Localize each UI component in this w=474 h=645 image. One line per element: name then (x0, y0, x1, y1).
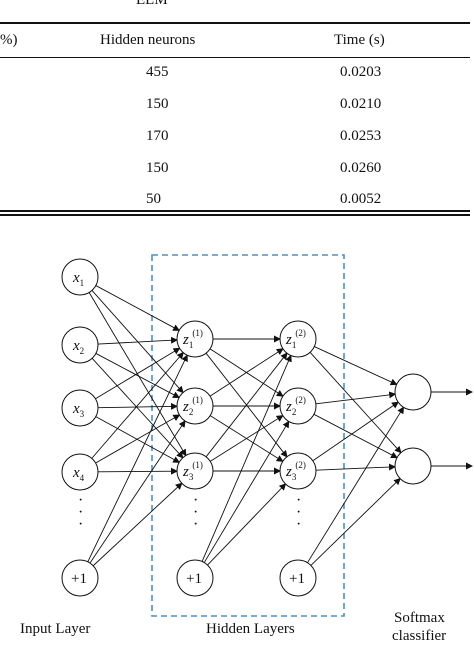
input-node-x2: x2 (61, 326, 99, 364)
connection-arrow (209, 348, 284, 397)
connection-arrow (87, 354, 188, 562)
table-group-label: ELM (136, 0, 168, 8)
connection-arrow (314, 346, 398, 386)
hidden-layers-label: Hidden Layers (206, 621, 295, 637)
connection-arrow (315, 463, 397, 471)
svg-text:+1: +1 (71, 571, 87, 587)
softmax-classifier-label-line1: Softmax (394, 610, 445, 626)
softmax-output-node-2 (394, 447, 432, 485)
connection-arrow (310, 477, 401, 566)
ellipsis-dots-column: ··· (78, 492, 83, 533)
connection-arrow (307, 406, 405, 563)
connection-arrow (203, 420, 290, 563)
table-bottom-rule-2 (0, 214, 470, 216)
connection-arrow (97, 402, 179, 410)
hidden2-node-z2: z2(2) (279, 387, 317, 425)
connection-arrow (315, 391, 397, 405)
svg-text:z3(1): z3(1) (182, 460, 203, 482)
hidden2-bias-node: +1 (279, 559, 317, 597)
input-node-x3: x3 (61, 389, 99, 427)
connection-arrow (95, 347, 181, 400)
connection-arrow (207, 483, 287, 566)
input-node-x4: x4 (61, 453, 99, 491)
table-cell-hidden-neurons: 50 (146, 191, 161, 207)
connection-arrow (313, 413, 398, 459)
connection-arrow (97, 467, 179, 475)
svg-text:z3(2): z3(2) (285, 460, 306, 482)
svg-text:x1: x1 (72, 270, 84, 288)
hidden-layers-dashed-box (151, 254, 345, 617)
column-header-time: Time (s) (334, 32, 385, 48)
svg-text:z2(1): z2(1) (182, 395, 203, 417)
hidden2-node-z1: z1(2) (279, 320, 317, 358)
hidden1-node-z3: z3(1) (176, 452, 214, 490)
connection-arrow (209, 415, 284, 462)
softmax-output-node-1 (394, 373, 432, 411)
table-bottom-rule-1 (0, 210, 470, 212)
ellipsis-dots-column: ··· (193, 492, 198, 533)
connection-arrow (91, 357, 184, 459)
table-top-rule (0, 22, 470, 24)
table-cell-time: 0.0253 (340, 128, 382, 144)
svg-text:z1(2): z1(2) (285, 328, 306, 350)
connection-arrow (97, 336, 179, 345)
ellipsis-dots: ··· ··· ··· (78, 492, 301, 533)
network-nodes: x1 x2 x3 x4 +1 z1(1) z2(1) z3(1) +1 z1(2) z2(2) z3(… (61, 258, 432, 597)
table-cell-time: 0.0260 (340, 160, 382, 176)
connection-arrow (89, 420, 186, 564)
connection-arrow (205, 352, 288, 458)
connection-arrow (201, 354, 292, 562)
svg-text:z2(2): z2(2) (285, 395, 306, 417)
connection-arrow (91, 351, 184, 459)
column-header-hidden-neurons: Hidden neurons (100, 32, 196, 48)
table-cell-hidden-neurons: 150 (146, 160, 169, 176)
connection-arrow (95, 353, 180, 399)
connection-arrow (91, 290, 184, 394)
hidden1-node-z1: z1(1) (176, 320, 214, 358)
table-cell-hidden-neurons: 150 (146, 96, 169, 112)
table-cell-time: 0.0210 (340, 96, 382, 112)
table-cell-hidden-neurons: 455 (146, 64, 169, 80)
table-cell-hidden-neurons: 170 (146, 128, 169, 144)
ellipsis-dots-column: ··· (296, 492, 301, 533)
connection-arrow (95, 414, 181, 464)
softmax-classifier-label-line2: classifier (392, 628, 447, 644)
input-layer-label: Input Layer (20, 621, 91, 637)
svg-text:+1: +1 (289, 571, 305, 587)
connection-arrow (95, 285, 181, 331)
connection-edges (87, 285, 473, 567)
hidden1-node-z2: z2(1) (176, 387, 214, 425)
svg-text:x2: x2 (72, 338, 84, 356)
table-cell-time: 0.0052 (340, 191, 382, 207)
connection-arrow (92, 482, 183, 567)
svg-text:x3: x3 (72, 401, 85, 419)
input-bias-node: +1 (61, 559, 99, 597)
hidden2-node-z3: z3(2) (279, 452, 317, 490)
table-cell-time: 0.0203 (340, 64, 382, 80)
svg-text:x4: x4 (72, 465, 85, 483)
table-header-rule (0, 57, 470, 58)
connection-arrow (312, 401, 399, 462)
svg-text:z1(1): z1(1) (182, 328, 203, 350)
column-header-percent: %) (0, 32, 18, 48)
hidden1-bias-node: +1 (176, 559, 214, 597)
svg-text:+1: +1 (186, 571, 202, 587)
input-node-x1: x1 (61, 258, 99, 296)
